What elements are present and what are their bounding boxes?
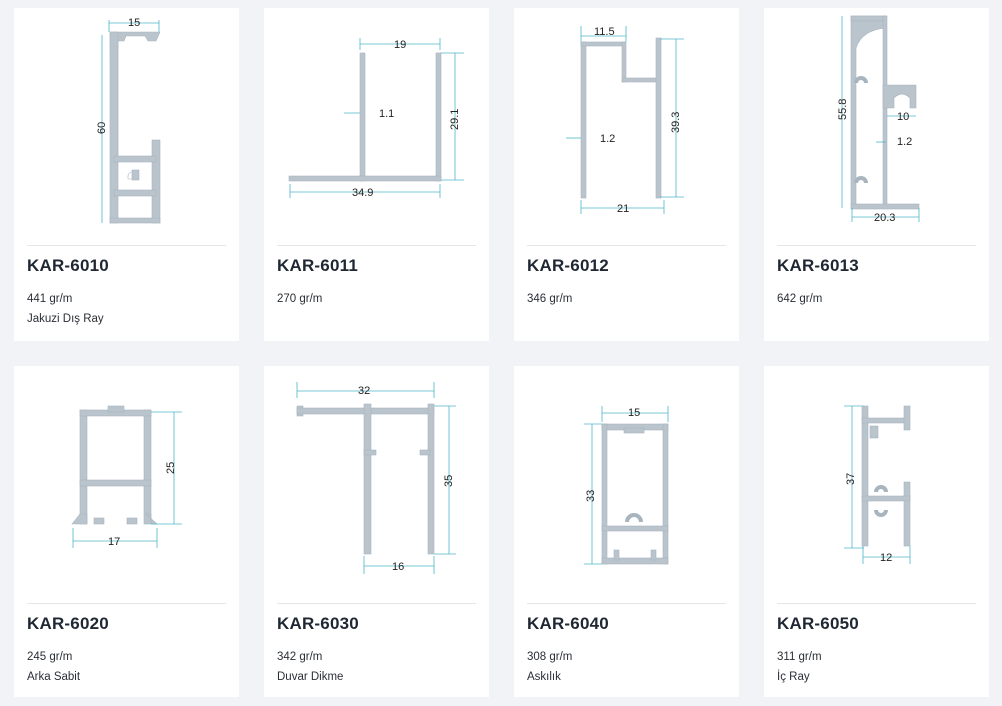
product-code[interactable]: KAR-6012 (527, 256, 609, 275)
divider (27, 245, 226, 246)
product-code[interactable]: KAR-6013 (777, 256, 859, 275)
product-code[interactable]: KAR-6050 (777, 614, 859, 633)
divider (527, 245, 726, 246)
dim-label: 39.3 (670, 112, 682, 133)
product-code[interactable]: KAR-6040 (527, 614, 609, 633)
profile-drawing: 11.5 1.2 39.3 21 (514, 8, 739, 240)
profile-drawing: 32 35 16 (264, 366, 489, 598)
divider (777, 245, 976, 246)
dim-label: 12 (880, 552, 892, 564)
product-weight: 270 gr/m (277, 293, 323, 305)
product-description: Duvar Dikme (277, 671, 344, 683)
profile-drawing: 25 17 (14, 366, 239, 598)
product-card-kar-6011[interactable]: 19 1.1 29.1 34.9 KAR-6011 270 gr/m (264, 8, 489, 341)
profile-drawing: 37 12 (764, 366, 989, 598)
product-weight: 311 gr/m (777, 651, 822, 663)
profile-drawing: 15 33 (514, 366, 739, 598)
profile-drawing: 15 60 (14, 8, 239, 240)
divider (27, 603, 226, 604)
dim-label: 21 (617, 203, 629, 215)
dim-label: 1.2 (600, 133, 615, 145)
product-weight: 342 gr/m (277, 651, 323, 663)
product-weight: 642 gr/m (777, 293, 823, 305)
dim-label: 25 (165, 462, 177, 474)
dim-label: 1.2 (897, 136, 912, 148)
product-code[interactable]: KAR-6010 (27, 256, 109, 275)
dim-label: 55.8 (837, 99, 849, 120)
product-card-kar-6010[interactable]: 15 60 KAR-6010 441 gr/m Jakuzi Dış Ray (14, 8, 239, 341)
dim-label: 19 (394, 39, 406, 51)
dim-label: 37 (845, 473, 857, 485)
product-code[interactable]: KAR-6020 (27, 614, 109, 633)
dim-label: 15 (128, 17, 140, 29)
product-card-kar-6013[interactable]: 55.8 10 1.2 20.3 KAR-6013 642 gr/m (764, 8, 989, 341)
product-weight: 245 gr/m (27, 651, 73, 663)
dim-label: 29.1 (449, 109, 461, 130)
divider (277, 245, 476, 246)
dim-label: 35 (443, 475, 455, 487)
product-card-kar-6050[interactable]: 37 12 KAR-6050 311 gr/m İç Ray (764, 366, 989, 697)
product-description: Askılık (527, 671, 561, 683)
product-card-kar-6020[interactable]: 25 17 KAR-6020 245 gr/m Arka Sabit (14, 366, 239, 697)
dim-label: 17 (108, 536, 120, 548)
product-weight: 346 gr/m (527, 293, 573, 305)
product-card-kar-6040[interactable]: 15 33 KAR-6040 308 gr/m Askılık (514, 366, 739, 697)
product-card-kar-6030[interactable]: 32 35 16 KAR-6030 342 gr/m Duvar Dikme (264, 366, 489, 697)
product-description: Arka Sabit (27, 671, 81, 683)
divider (527, 603, 726, 604)
profile-drawing: 19 1.1 29.1 34.9 (264, 8, 489, 240)
product-card-kar-6012[interactable]: 11.5 1.2 39.3 21 KAR-6012 346 gr/m (514, 8, 739, 341)
profile-drawing: 55.8 10 1.2 20.3 (764, 8, 989, 240)
product-code[interactable]: KAR-6011 (277, 256, 358, 275)
product-description: İç Ray (777, 671, 810, 683)
dim-label: 10 (897, 111, 909, 123)
dim-label: 32 (358, 385, 370, 397)
dim-label: 60 (96, 122, 108, 134)
divider (777, 603, 976, 604)
dim-label: 15 (628, 407, 640, 419)
divider (277, 603, 476, 604)
dim-label: 16 (392, 561, 404, 573)
dim-label: 34.9 (352, 187, 373, 199)
dim-label: 1.1 (379, 108, 394, 120)
product-weight: 308 gr/m (527, 651, 573, 663)
product-code[interactable]: KAR-6030 (277, 614, 359, 633)
dim-label: 20.3 (874, 212, 895, 224)
dim-label: 33 (585, 490, 597, 502)
product-weight: 441 gr/m (27, 293, 73, 305)
dim-label: 11.5 (594, 26, 615, 38)
product-description: Jakuzi Dış Ray (27, 313, 104, 325)
